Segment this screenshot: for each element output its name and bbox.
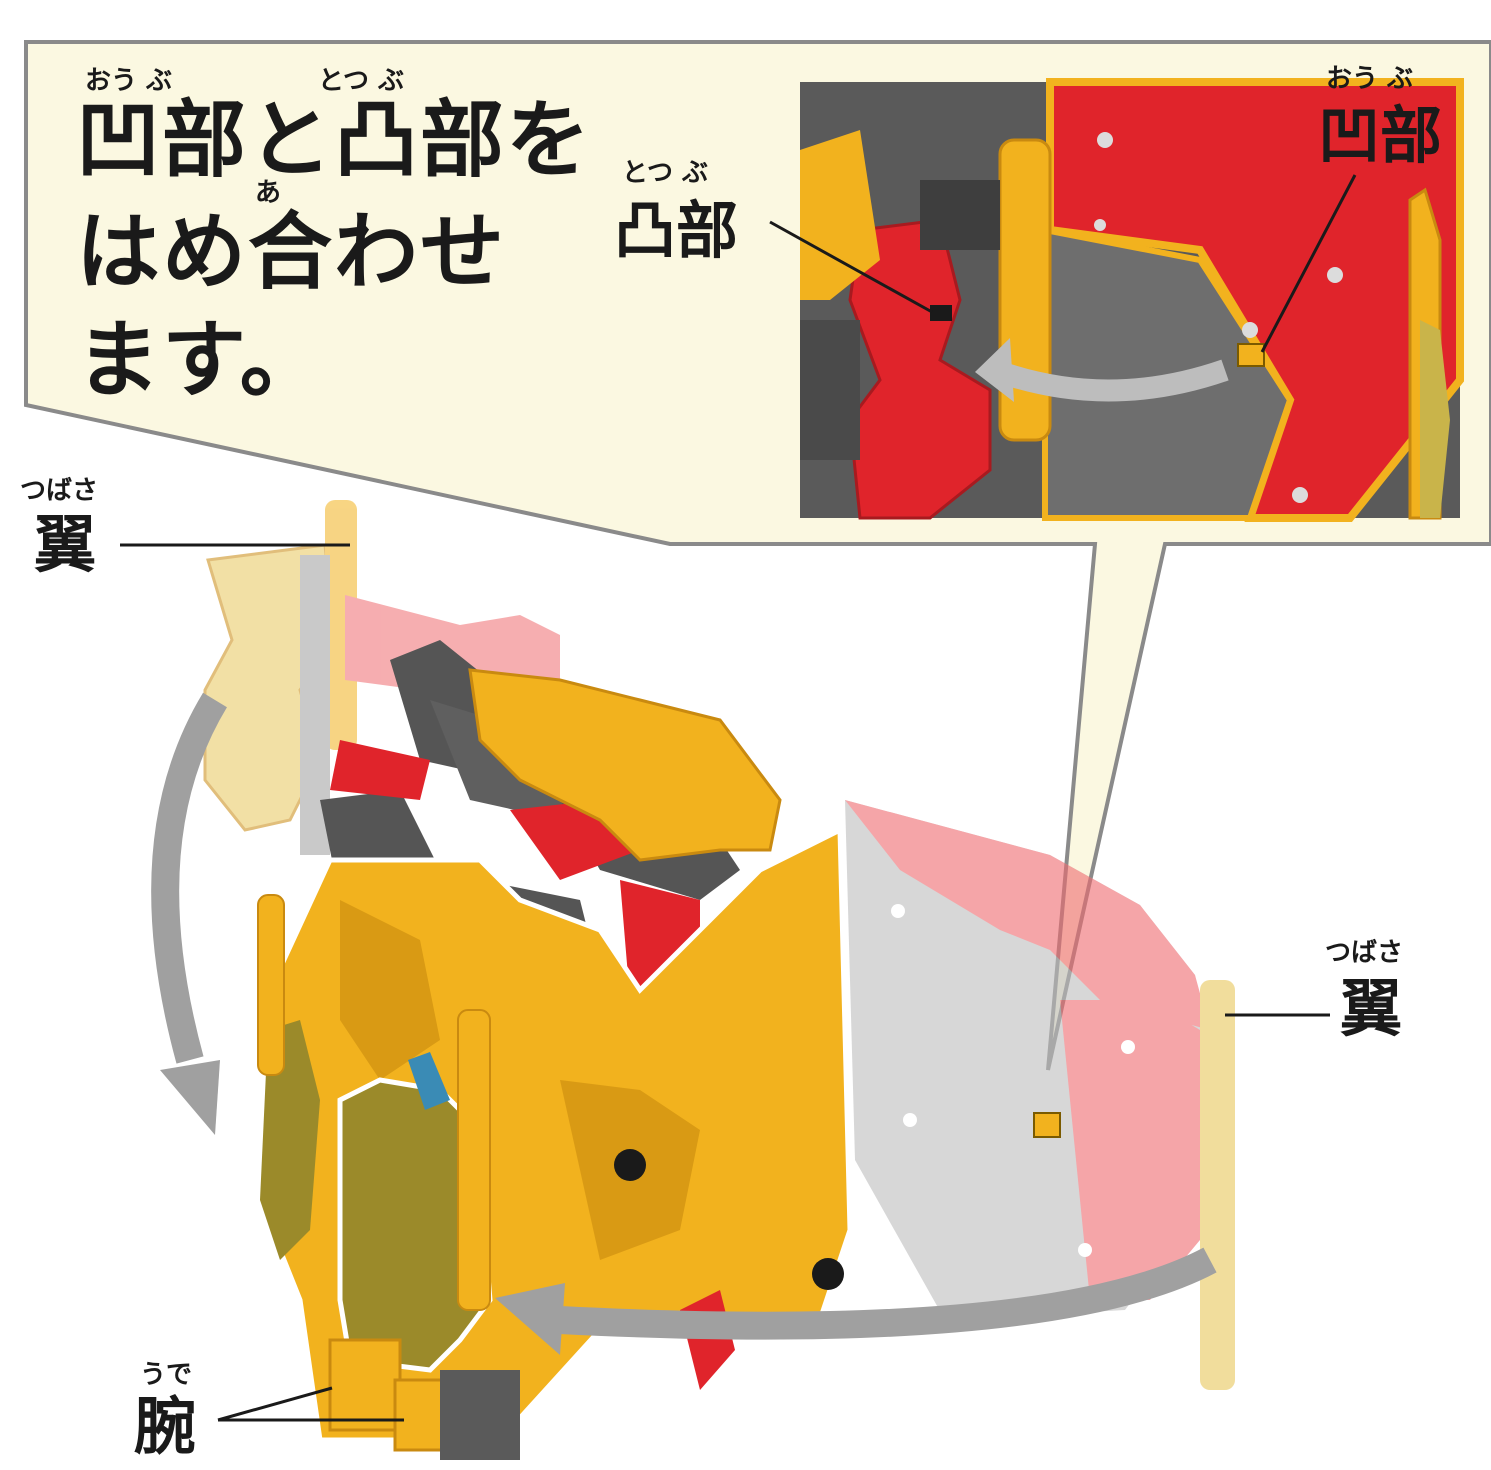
- inset-detail-image: [800, 78, 1464, 522]
- ruby-a: あ: [255, 178, 282, 208]
- leader-line-arm-1: [217, 1386, 333, 1422]
- ruby-inset-oubu: おう ぶ: [1326, 64, 1414, 94]
- ruby-totsubu: とつ ぶ: [318, 66, 405, 96]
- left-rotate-arrow-icon: [151, 692, 227, 1064]
- label-totsubu: 凸部: [614, 194, 739, 267]
- label-wing-left: 翼: [34, 508, 97, 581]
- label-wing-right: 翼: [1340, 972, 1403, 1045]
- robot-body: [257, 640, 853, 1460]
- ruby-oubu: おう ぶ: [85, 66, 173, 96]
- callout-line-2: はめ合わせ: [76, 203, 507, 301]
- label-arm: 腕: [134, 1390, 197, 1463]
- ruby-wing-left: つばさ: [20, 476, 99, 506]
- ruby-arm: うで: [140, 1360, 193, 1390]
- right-wing-faded: [845, 800, 1235, 1390]
- oubu-tab-main: [1033, 1112, 1061, 1138]
- right-rotate-arrow-icon: [559, 1247, 1217, 1340]
- callout-line-1: 凹部と凸部を: [76, 91, 593, 189]
- ruby-inset-totsubu: とつ ぶ: [622, 158, 709, 188]
- callout-line-3: ます。: [76, 311, 326, 409]
- leader-line-totsubu: [769, 220, 933, 314]
- label-oubu: 凹部: [1318, 99, 1443, 172]
- leader-line-oubu: [1260, 174, 1357, 353]
- ruby-wing-right: つばさ: [1325, 938, 1404, 968]
